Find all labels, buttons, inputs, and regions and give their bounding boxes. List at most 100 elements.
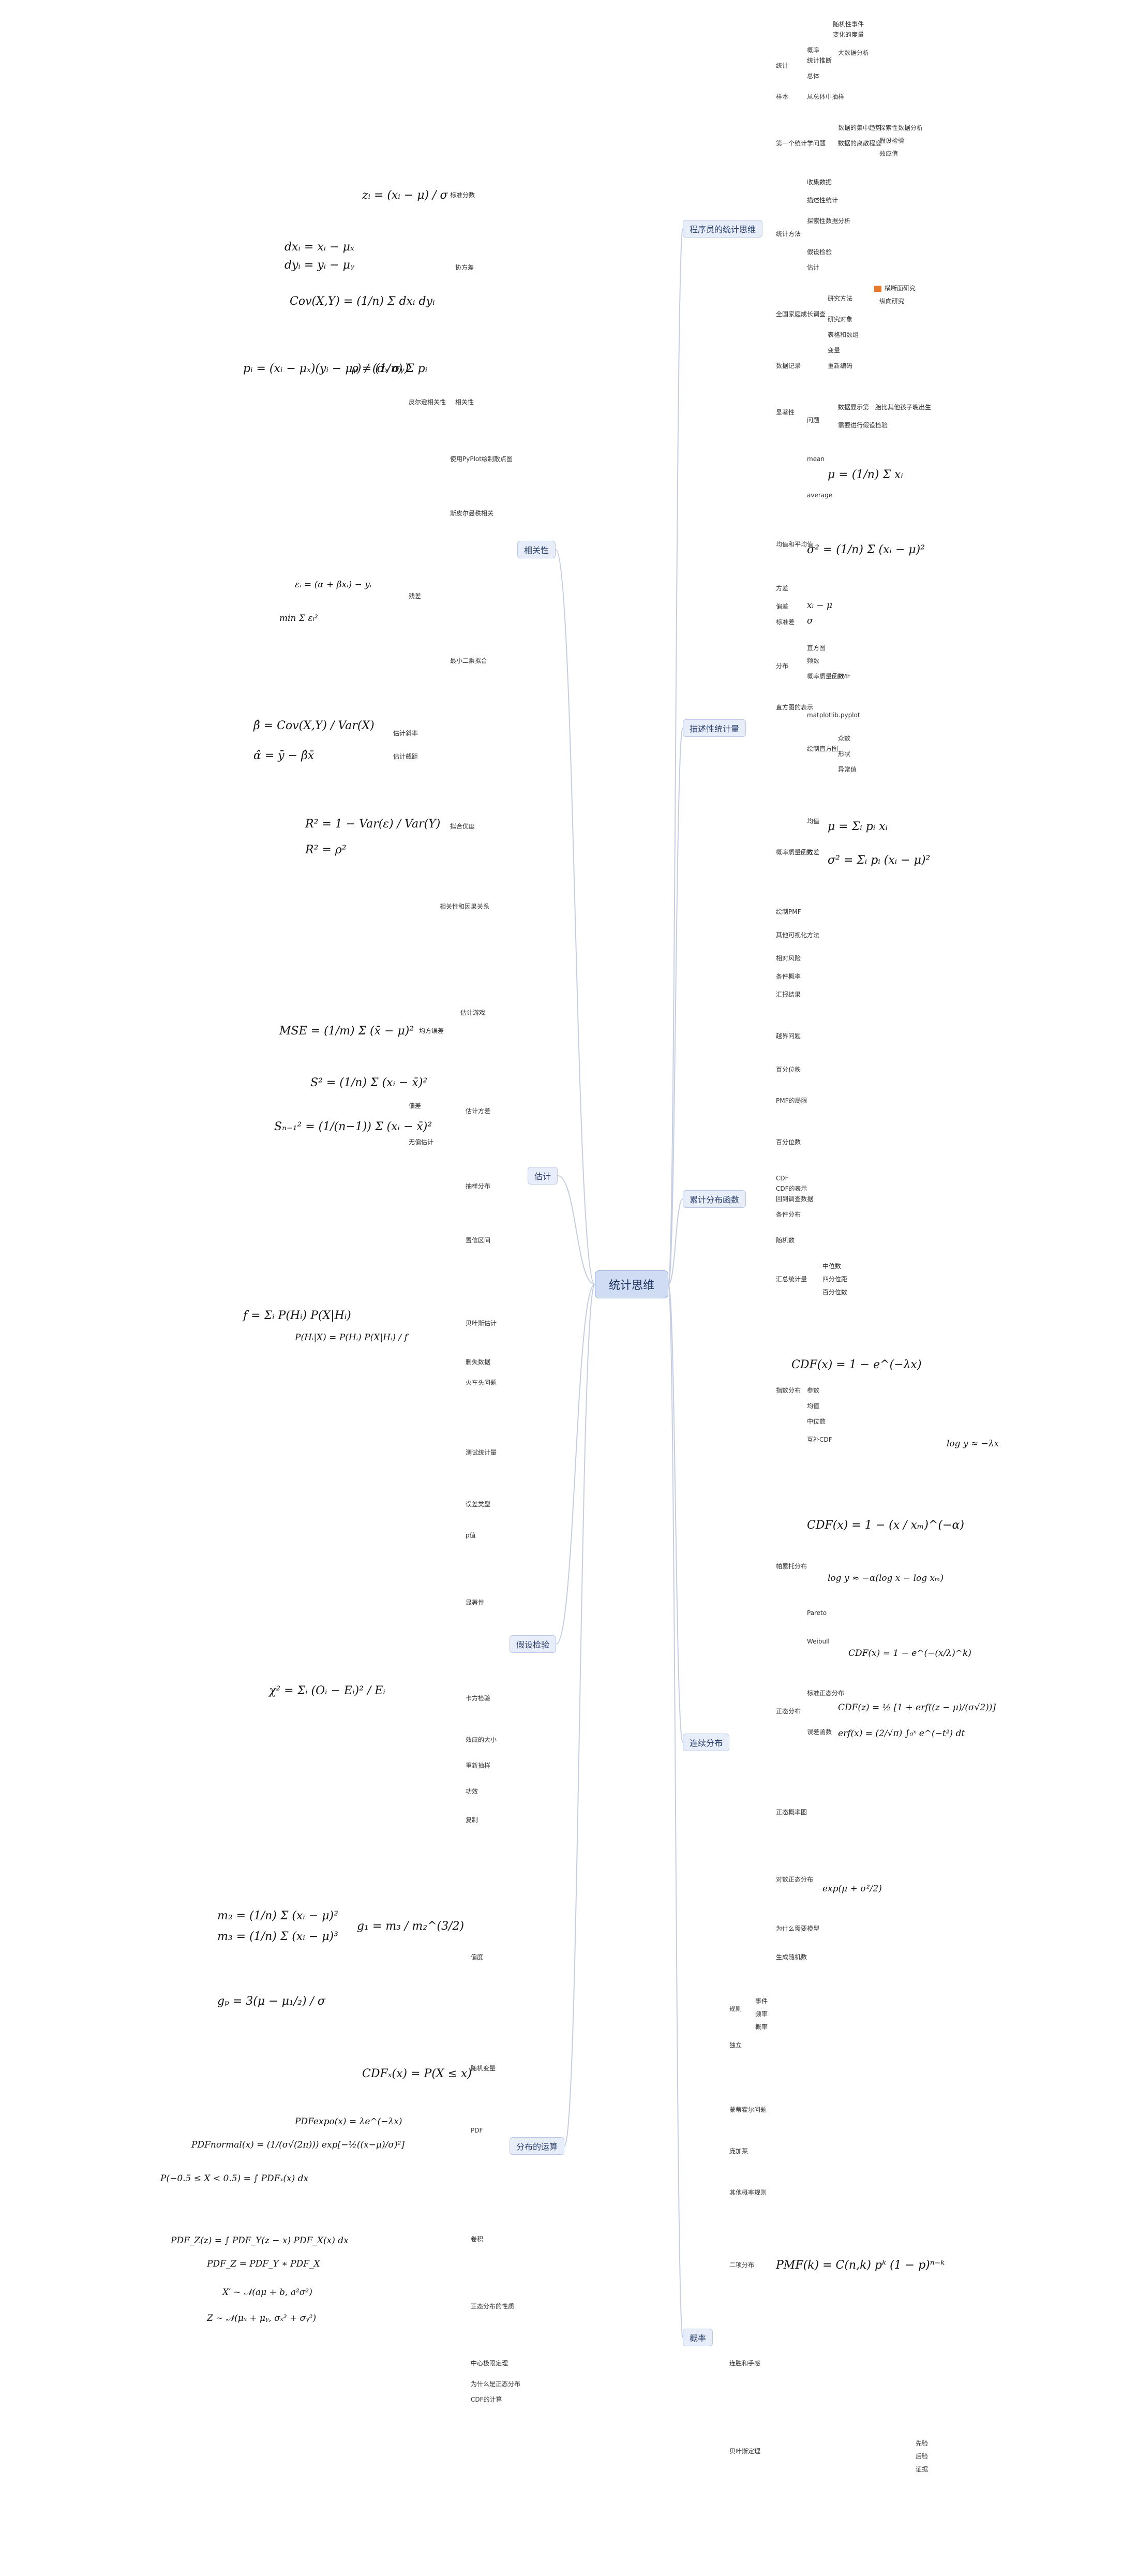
- topic-node[interactable]: 探索性数据分析: [879, 124, 923, 131]
- topic-node[interactable]: 互补CDF: [807, 1436, 832, 1443]
- topic-node[interactable]: 数据显示第一胎比其他孩子晚出生: [838, 404, 932, 411]
- topic-node[interactable]: 帕累托分布: [776, 1563, 807, 1570]
- topic-node[interactable]: 横断面研究: [885, 285, 916, 292]
- topic-node[interactable]: 均值和平均值: [776, 541, 814, 548]
- topic-node[interactable]: matplotlib.pyplot: [807, 712, 860, 719]
- topic-node[interactable]: 相关性和因果关系: [440, 903, 490, 910]
- topic-node[interactable]: 独立: [729, 2041, 742, 2049]
- topic-node[interactable]: 纵向研究: [879, 298, 905, 305]
- topic-node[interactable]: 为什么是正态分布: [471, 2380, 521, 2388]
- topic-node[interactable]: 卡方检验: [466, 1695, 491, 1702]
- topic-node[interactable]: 抽样分布: [466, 1182, 491, 1190]
- topic-node[interactable]: 收集数据: [807, 179, 832, 186]
- topic-node[interactable]: 正态分布的性质: [471, 2303, 515, 2310]
- topic-node[interactable]: 置信区间: [466, 1237, 491, 1244]
- topic-node[interactable]: 四分位距: [822, 1276, 848, 1283]
- topic-node[interactable]: PDF: [471, 2127, 483, 2134]
- topic-node[interactable]: 最小二乘拟合: [450, 657, 488, 664]
- topic-node[interactable]: 证据: [916, 2466, 929, 2473]
- branch-node[interactable]: 连续分布: [683, 1734, 730, 1751]
- topic-node[interactable]: 其他概率规则: [729, 2189, 767, 2196]
- topic-node[interactable]: 误差类型: [466, 1501, 491, 1508]
- root-node[interactable]: 统计思维: [595, 1270, 669, 1298]
- topic-node[interactable]: 均值: [807, 1402, 820, 1410]
- topic-node[interactable]: 概率质量函数: [807, 673, 845, 680]
- topic-node[interactable]: 偏度: [471, 1953, 484, 1961]
- topic-node[interactable]: 误差函数: [807, 1728, 832, 1736]
- topic-node[interactable]: 蒙蒂霍尔问题: [729, 2106, 767, 2113]
- topic-node[interactable]: 残差: [409, 593, 422, 600]
- topic-node[interactable]: 估计截距: [393, 753, 418, 760]
- topic-node[interactable]: 中位数: [807, 1418, 826, 1425]
- topic-node[interactable]: mean: [807, 455, 825, 463]
- topic-node[interactable]: 参数: [807, 1387, 820, 1394]
- topic-node[interactable]: 正态分布: [776, 1708, 801, 1715]
- topic-node[interactable]: 均值: [807, 818, 820, 825]
- topic-node[interactable]: 频数: [807, 657, 820, 664]
- topic-node[interactable]: 统计: [776, 62, 789, 69]
- topic-node[interactable]: 汇报结果: [776, 991, 801, 998]
- topic-node[interactable]: 标准分数: [450, 191, 475, 199]
- topic-node[interactable]: 显著性: [466, 1599, 485, 1606]
- topic-node[interactable]: 需要进行假设检验: [838, 422, 888, 429]
- topic-node[interactable]: 总体: [807, 72, 820, 80]
- topic-node[interactable]: 方差: [807, 849, 820, 856]
- topic-node[interactable]: 假设检验: [807, 248, 832, 256]
- topic-node[interactable]: 协方差: [455, 264, 474, 271]
- topic-node[interactable]: 均方误差: [419, 1027, 444, 1034]
- topic-node[interactable]: 从总体中抽样: [807, 93, 845, 100]
- topic-node[interactable]: 回到调查数据: [776, 1195, 814, 1203]
- topic-node[interactable]: 斯皮尔曼秩相关: [450, 510, 494, 517]
- topic-node[interactable]: CDF的表示: [776, 1185, 807, 1192]
- topic-node[interactable]: 假设检验: [879, 137, 905, 144]
- topic-node[interactable]: Weibull: [807, 1638, 830, 1645]
- topic-node[interactable]: 众数: [838, 735, 851, 742]
- topic-node[interactable]: 研究方法: [828, 295, 853, 302]
- topic-node[interactable]: 连胜和手感: [729, 2360, 761, 2367]
- branch-node[interactable]: 描述性统计量: [683, 719, 746, 737]
- topic-node[interactable]: 效应的大小: [466, 1736, 497, 1743]
- topic-node[interactable]: PMF: [838, 673, 851, 680]
- topic-node[interactable]: 概率: [755, 2023, 768, 2031]
- topic-node[interactable]: 异常值: [838, 766, 857, 773]
- topic-node[interactable]: 绘制PMF: [776, 908, 801, 915]
- branch-node[interactable]: 概率: [683, 2329, 713, 2346]
- topic-node[interactable]: 百分位数: [776, 1138, 801, 1146]
- topic-node[interactable]: 火车头问题: [466, 1379, 497, 1386]
- topic-node[interactable]: 无偏估计: [409, 1138, 434, 1146]
- topic-node[interactable]: 皮尔逊相关性: [409, 398, 446, 406]
- topic-node[interactable]: 方差: [776, 585, 789, 592]
- topic-node[interactable]: 百分位秩: [776, 1066, 801, 1073]
- topic-node[interactable]: 统计方法: [776, 230, 801, 238]
- topic-node[interactable]: 大数据分析: [838, 49, 870, 56]
- topic-node[interactable]: 条件概率: [776, 973, 801, 980]
- topic-node[interactable]: 功效: [466, 1788, 478, 1795]
- branch-node[interactable]: 相关性: [517, 541, 556, 558]
- topic-node[interactable]: 研究对象: [828, 316, 853, 323]
- topic-node[interactable]: 测试统计量: [466, 1449, 497, 1456]
- topic-node[interactable]: 随机变量: [471, 2065, 496, 2072]
- topic-node[interactable]: 数据的集中趋势: [838, 124, 882, 131]
- topic-node[interactable]: 变量: [828, 347, 841, 354]
- topic-node[interactable]: 变化的度量: [833, 31, 864, 38]
- topic-node[interactable]: 概率质量函数: [776, 849, 814, 856]
- topic-node[interactable]: 随机数: [776, 1237, 795, 1244]
- topic-node[interactable]: 描述性统计: [807, 197, 838, 204]
- topic-node[interactable]: 中位数: [822, 1263, 842, 1270]
- topic-node[interactable]: 全国家庭成长调查: [776, 310, 826, 318]
- branch-node[interactable]: 累计分布函数: [683, 1190, 746, 1208]
- topic-node[interactable]: Pareto: [807, 1609, 827, 1617]
- topic-node[interactable]: 拟合优度: [450, 823, 475, 830]
- topic-node[interactable]: 删失数据: [466, 1358, 491, 1366]
- topic-node[interactable]: 数据的离散程度: [838, 140, 882, 147]
- topic-node[interactable]: 统计推断: [807, 57, 832, 64]
- topic-node[interactable]: 条件分布: [776, 1211, 801, 1218]
- topic-node[interactable]: 生成随机数: [776, 1953, 807, 1961]
- topic-node[interactable]: 直方图的表示: [776, 704, 814, 711]
- topic-node[interactable]: 贝叶斯估计: [466, 1320, 497, 1327]
- branch-node[interactable]: 分布的运算: [510, 2137, 565, 2155]
- topic-node[interactable]: 估计游戏: [460, 1009, 486, 1016]
- topic-node[interactable]: 探索性数据分析: [807, 217, 851, 225]
- topic-node[interactable]: 偏差: [776, 603, 789, 610]
- topic-node[interactable]: 样本: [776, 93, 789, 100]
